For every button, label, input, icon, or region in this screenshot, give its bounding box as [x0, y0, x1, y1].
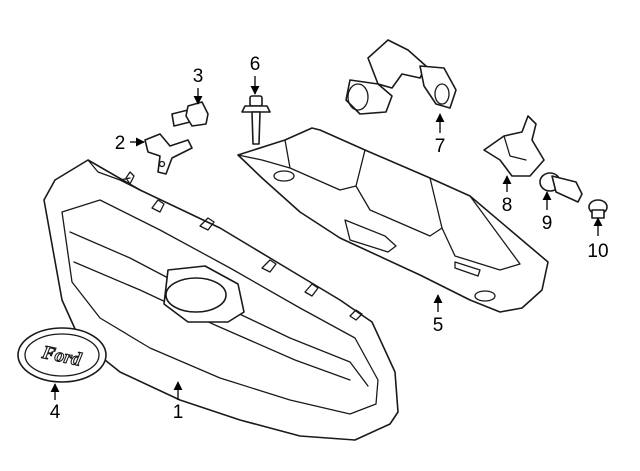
clip-part [483, 115, 545, 177]
leader-lines [50, 76, 603, 400]
ford-emblem-part: Ford [17, 327, 107, 383]
callout-7: 7 [435, 136, 446, 157]
grille-part [43, 159, 399, 441]
grommet-part [539, 172, 583, 203]
pin-part [241, 95, 271, 145]
callout-10: 10 [587, 241, 608, 262]
bracket-part [144, 133, 193, 175]
callout-8: 8 [502, 195, 513, 216]
callout-3: 3 [193, 66, 204, 87]
callout-6: 6 [250, 54, 261, 75]
callouts: 1 2 3 4 5 6 7 8 9 10 [50, 54, 609, 423]
callout-4: 4 [50, 402, 61, 423]
sight-shield-part [237, 127, 549, 313]
callout-5: 5 [433, 315, 444, 336]
push-clip-part [588, 199, 608, 219]
bolt-part [171, 101, 209, 127]
callout-1: 1 [173, 402, 184, 423]
callout-2: 2 [115, 133, 126, 154]
sensor-part [345, 39, 457, 115]
callout-9: 9 [542, 213, 553, 234]
